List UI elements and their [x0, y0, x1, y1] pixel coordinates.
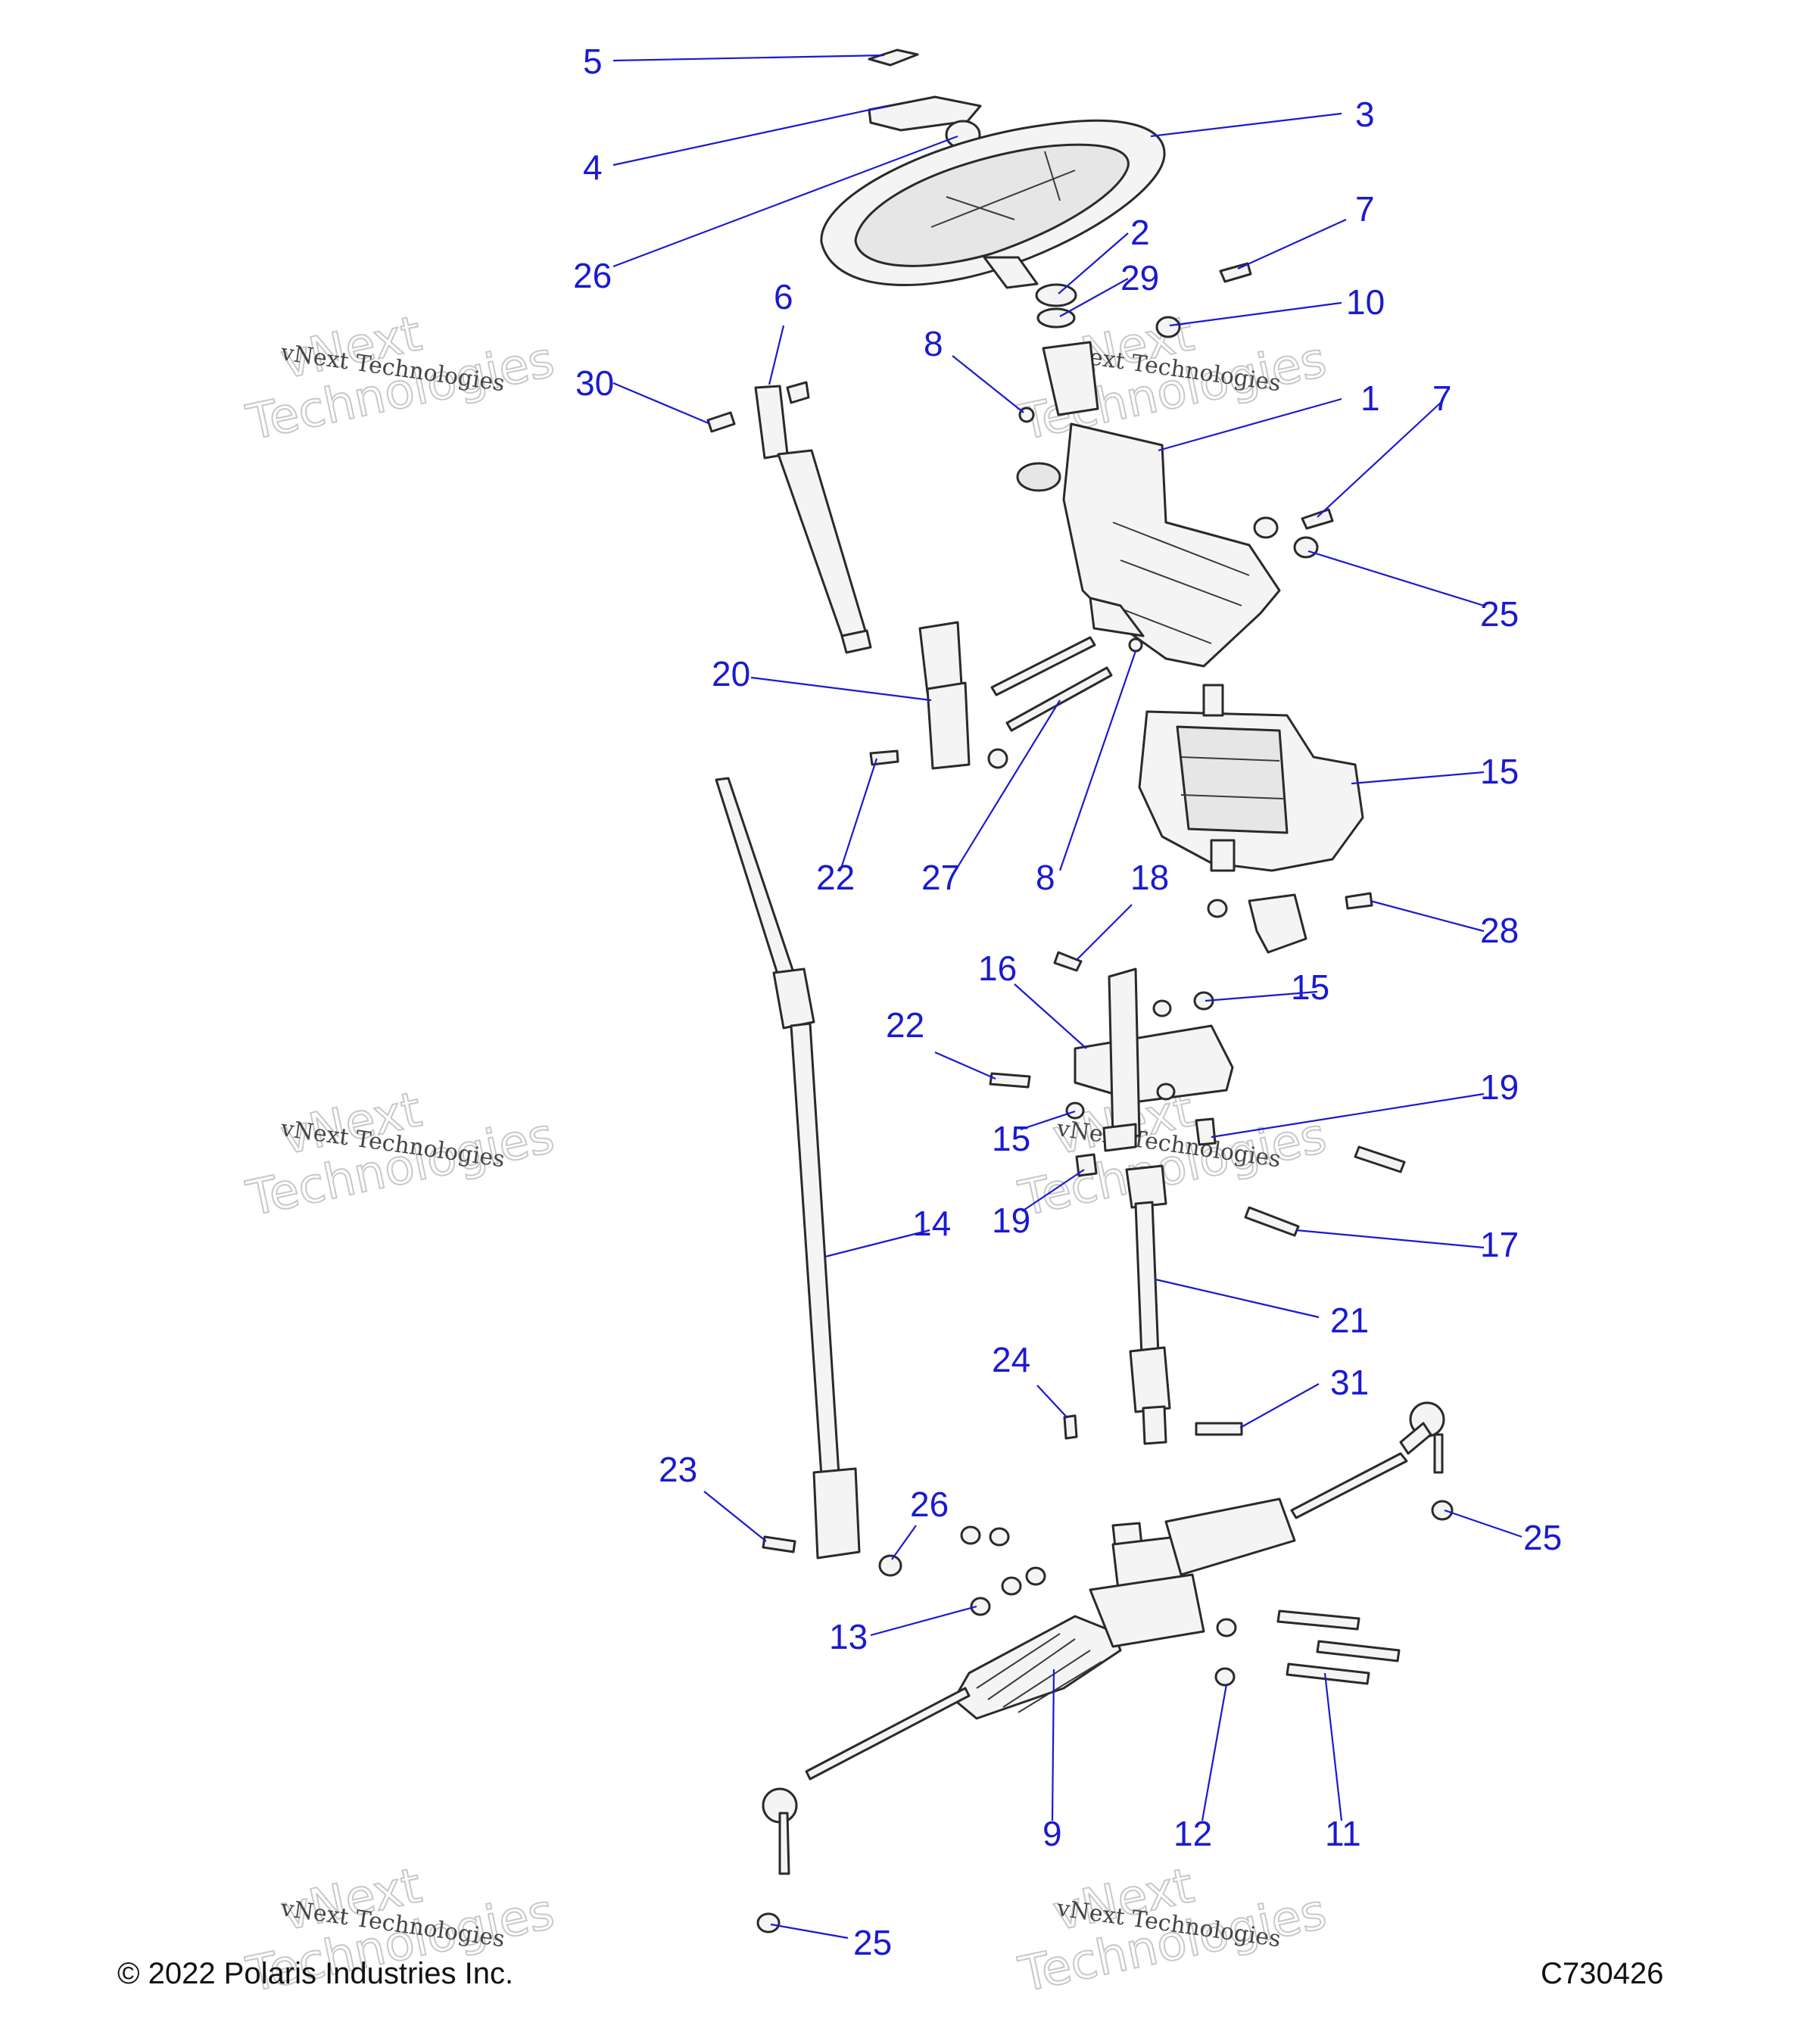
nut-26b-part — [878, 1554, 902, 1577]
callout-30: 30 — [575, 363, 614, 403]
bolt-18-part — [1053, 951, 1083, 972]
callout-13: 13 — [829, 1617, 868, 1656]
bolt-19b-part — [1075, 1153, 1098, 1177]
bolt-11a-part — [1276, 1609, 1360, 1631]
callout-22: 22 — [816, 858, 855, 897]
bolt-8a-part — [1018, 407, 1035, 423]
callout-18: 18 — [1130, 858, 1169, 897]
nut-22a-part — [987, 748, 1008, 769]
nut-13c-part — [1001, 1576, 1022, 1596]
nut-24-part — [1063, 1414, 1078, 1440]
callout-4: 4 — [583, 148, 603, 187]
callout-15: 15 — [992, 1119, 1030, 1158]
callout-15: 15 — [1291, 967, 1329, 1007]
bolt-22b-part — [989, 1072, 1031, 1089]
callout-27: 27 — [921, 858, 960, 897]
nut-25c-part — [1431, 1500, 1454, 1521]
callout-28: 28 — [1480, 911, 1519, 950]
callout-19: 19 — [1480, 1067, 1519, 1107]
bolt-17-part — [1244, 1206, 1300, 1237]
spacer-ring-part — [1035, 283, 1077, 307]
callout-7: 7 — [1355, 189, 1375, 229]
gearbox-clamp-part — [1248, 893, 1307, 954]
callout-14: 14 — [912, 1204, 951, 1243]
callout-12: 12 — [1173, 1814, 1212, 1853]
bolt-28-part — [1345, 892, 1373, 910]
steering-shaft-part — [715, 777, 861, 1559]
bolt-7a-part — [1219, 262, 1252, 283]
bolt-23-part — [762, 1535, 796, 1553]
bolt-7b-part — [1301, 508, 1334, 530]
nut-12a-part — [1216, 1618, 1237, 1637]
nut-13b-part — [989, 1527, 1010, 1547]
parts-layer — [706, 48, 1454, 1933]
callout-3: 3 — [1355, 95, 1375, 134]
callout-25: 25 — [1480, 594, 1519, 634]
callout-23: 23 — [659, 1450, 697, 1489]
callout-1: 1 — [1360, 379, 1380, 418]
bolt-30-part — [706, 411, 736, 433]
nut-13e-part — [970, 1597, 991, 1616]
u-joint-upper-part — [918, 621, 971, 770]
callout-26: 26 — [910, 1485, 949, 1524]
steering-wheel-part — [820, 119, 1166, 289]
nut-25d-part — [756, 1912, 781, 1933]
callout-11: 11 — [1325, 1814, 1361, 1853]
callout-labels: 5 4 3 26 7 2 29 10 6 8 30 1 7 25 20 15 2… — [573, 42, 1562, 1962]
callout-29: 29 — [1120, 258, 1159, 298]
callout-15: 15 — [1480, 752, 1519, 791]
callout-25: 25 — [853, 1923, 892, 1962]
callout-9: 9 — [1043, 1814, 1062, 1853]
nut-15d-part — [1065, 1101, 1085, 1120]
callout-31: 31 — [1330, 1363, 1369, 1402]
bolt-31-part — [1195, 1422, 1243, 1436]
callout-10: 10 — [1346, 282, 1385, 322]
callout-26: 26 — [573, 256, 612, 295]
bolt-19a-part — [1195, 1117, 1217, 1146]
nut-10-part — [1155, 316, 1181, 338]
callout-25: 25 — [1523, 1518, 1562, 1557]
leader-lines — [612, 54, 1522, 1940]
bolt-22a-part — [869, 749, 899, 766]
horn-cap-part — [868, 48, 919, 67]
callout-20: 20 — [712, 654, 750, 693]
callout-8: 8 — [924, 324, 943, 363]
callout-5: 5 — [583, 42, 603, 81]
nut-25b-part — [1293, 536, 1319, 559]
callout-24: 24 — [992, 1340, 1030, 1379]
callout-7: 7 — [1432, 379, 1452, 418]
bolt-misc-part — [1354, 1145, 1406, 1173]
bolt-8b-part — [1128, 637, 1143, 653]
callout-2: 2 — [1130, 213, 1150, 252]
copyright-text: © 2022 Polaris Industries Inc. — [117, 1957, 513, 1990]
bolt-11b-part — [1316, 1640, 1401, 1662]
nut-15b-part — [1152, 999, 1172, 1017]
callout-19: 19 — [992, 1201, 1030, 1240]
callout-22: 22 — [886, 1005, 924, 1045]
callout-6: 6 — [774, 277, 793, 316]
callout-16: 16 — [978, 949, 1017, 988]
nut-12b-part — [1214, 1667, 1236, 1687]
nut-13d-part — [1025, 1566, 1046, 1586]
diagram-code: C730426 — [1541, 1957, 1663, 1990]
gas-strut-part — [754, 381, 872, 654]
callout-8: 8 — [1036, 858, 1055, 897]
gearbox-part — [1138, 684, 1364, 872]
nut-15c-part — [1156, 1083, 1176, 1101]
callout-21: 21 — [1330, 1301, 1369, 1340]
nut-25a-part — [1253, 516, 1279, 539]
nut-28-part — [1207, 899, 1228, 918]
bolt-27b-part — [1005, 666, 1113, 732]
nut-13a-part — [960, 1525, 981, 1545]
mounting-plate-part — [1074, 967, 1234, 1152]
steering-rack-part — [762, 1401, 1445, 1875]
intermediate-shaft-part — [1125, 1164, 1171, 1445]
bolt-11c-part — [1286, 1662, 1370, 1685]
callout-17: 17 — [1480, 1225, 1519, 1264]
bolt-27a-part — [990, 636, 1096, 696]
steering-bracket-part — [1016, 341, 1281, 668]
